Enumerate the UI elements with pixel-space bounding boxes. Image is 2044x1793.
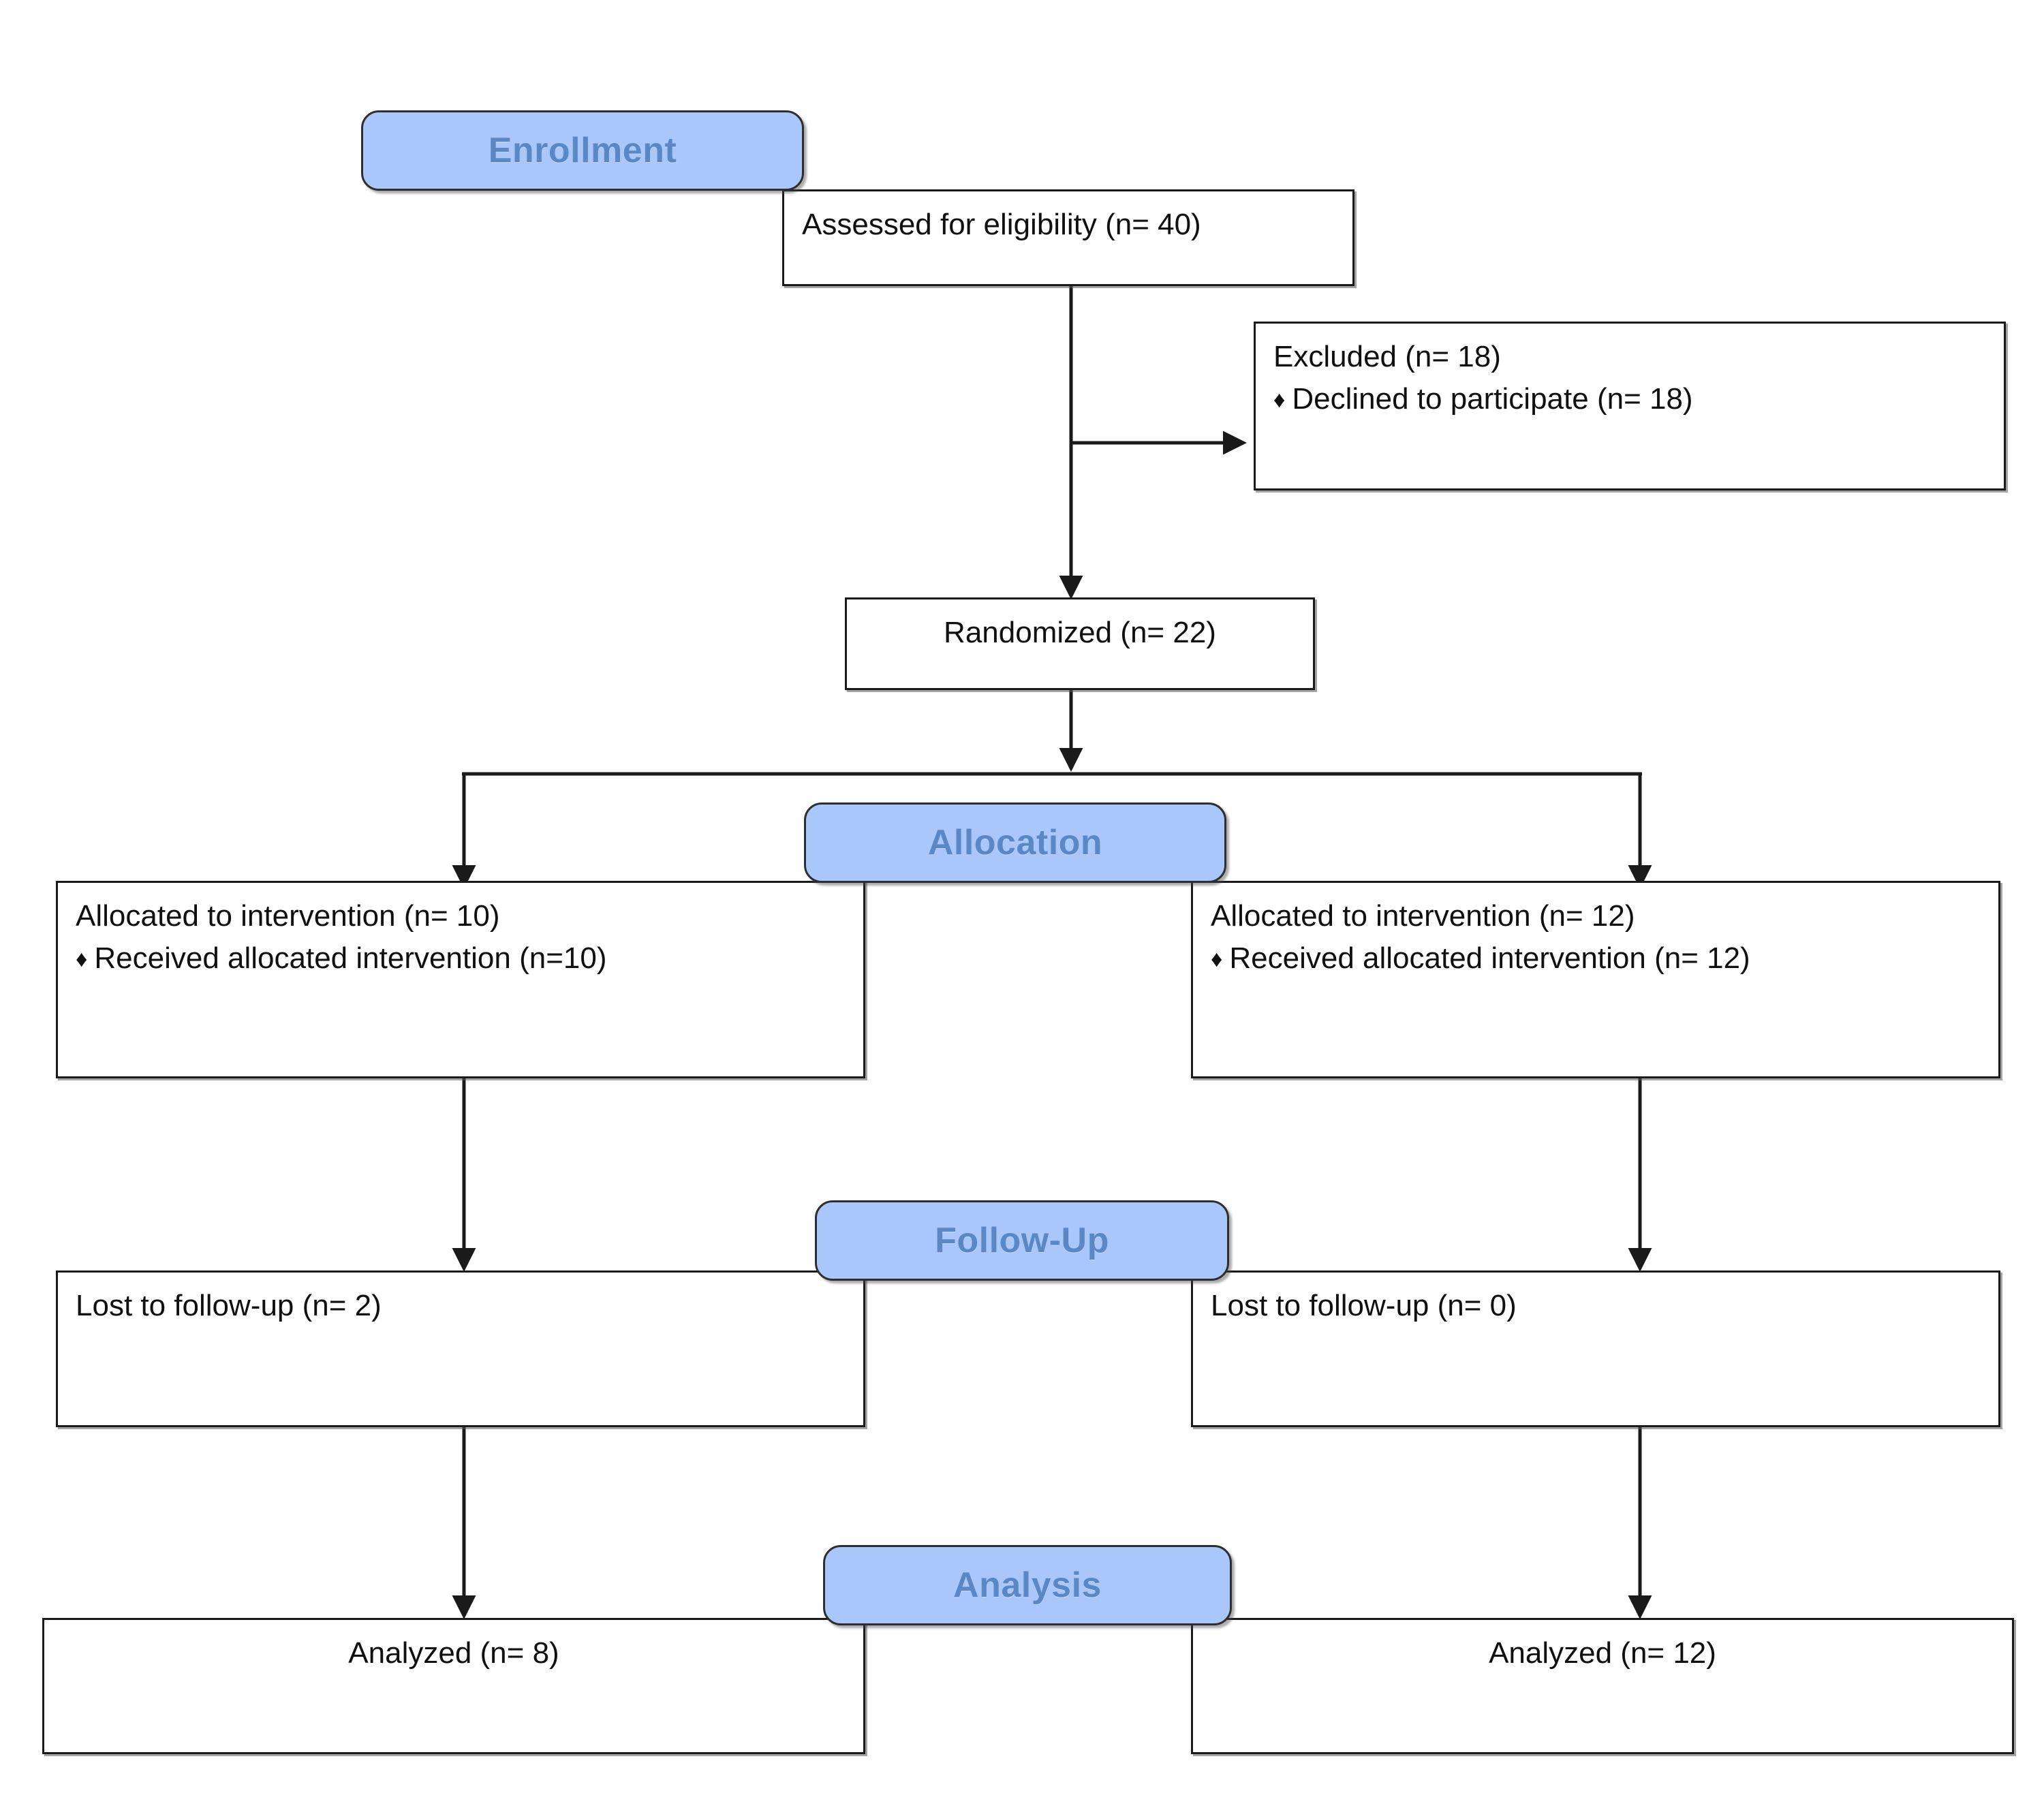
excluded-line-1: Excluded (n= 18) (1273, 340, 1501, 373)
node-lost-to-followup-right: Lost to follow-up (n= 0) (1191, 1270, 2000, 1427)
allocated-right-line-2-wrapper: ♦Received allocated intervention (n= 12) (1211, 937, 1981, 980)
stage-banner-allocation-label: Allocation (927, 823, 1103, 862)
allocated-left-line-1: Allocated to intervention (n= 10) (76, 899, 500, 933)
node-excluded: Excluded (n= 18) ♦Declined to participat… (1254, 322, 2006, 490)
stage-banner-enrollment: Enrollment (361, 110, 804, 191)
node-analyzed-right: Analyzed (n= 12) (1191, 1618, 2014, 1754)
stage-banner-analysis-label: Analysis (953, 1565, 1102, 1605)
node-randomized: Randomized (n= 22) (845, 597, 1315, 690)
node-allocated-right: Allocated to intervention (n= 12) ♦Recei… (1191, 881, 2000, 1078)
excluded-line-2: Declined to participate (n= 18) (1292, 382, 1693, 416)
allocated-left-line-2: Received allocated intervention (n=10) (94, 941, 607, 976)
stage-banner-followup: Follow-Up (815, 1200, 1229, 1281)
followup-left-line-1: Lost to follow-up (n= 2) (76, 1289, 382, 1322)
followup-right-line-1: Lost to follow-up (n= 0) (1211, 1289, 1517, 1322)
stage-banner-allocation: Allocation (804, 802, 1226, 883)
stage-banner-followup-label: Follow-Up (935, 1221, 1109, 1260)
diamond-bullet-icon: ♦ (76, 946, 88, 973)
analyzed-right-line-1: Analyzed (n= 12) (1489, 1636, 1716, 1670)
allocated-right-line-2: Received allocated intervention (n= 12) (1229, 941, 1750, 976)
node-allocated-left: Allocated to intervention (n= 10) ♦Recei… (56, 881, 865, 1078)
randomized-line-1: Randomized (n= 22) (944, 616, 1216, 649)
stage-banner-enrollment-label: Enrollment (488, 131, 677, 170)
excluded-line-2-wrapper: ♦Declined to participate (n= 18) (1273, 378, 1986, 420)
allocated-right-line-1: Allocated to intervention (n= 12) (1211, 899, 1635, 933)
diamond-bullet-icon: ♦ (1273, 387, 1286, 414)
diamond-bullet-icon: ♦ (1211, 946, 1223, 973)
stage-banner-analysis: Analysis (823, 1545, 1232, 1625)
assessed-line-1: Assessed for eligibility (n= 40) (802, 208, 1201, 241)
analyzed-left-line-1: Analyzed (n= 8) (348, 1636, 559, 1670)
node-assessed-for-eligibility: Assessed for eligibility (n= 40) (782, 189, 1354, 286)
allocated-left-line-2-wrapper: ♦Received allocated intervention (n=10) (76, 937, 846, 980)
node-lost-to-followup-left: Lost to follow-up (n= 2) (56, 1270, 865, 1427)
node-analyzed-left: Analyzed (n= 8) (42, 1618, 865, 1754)
